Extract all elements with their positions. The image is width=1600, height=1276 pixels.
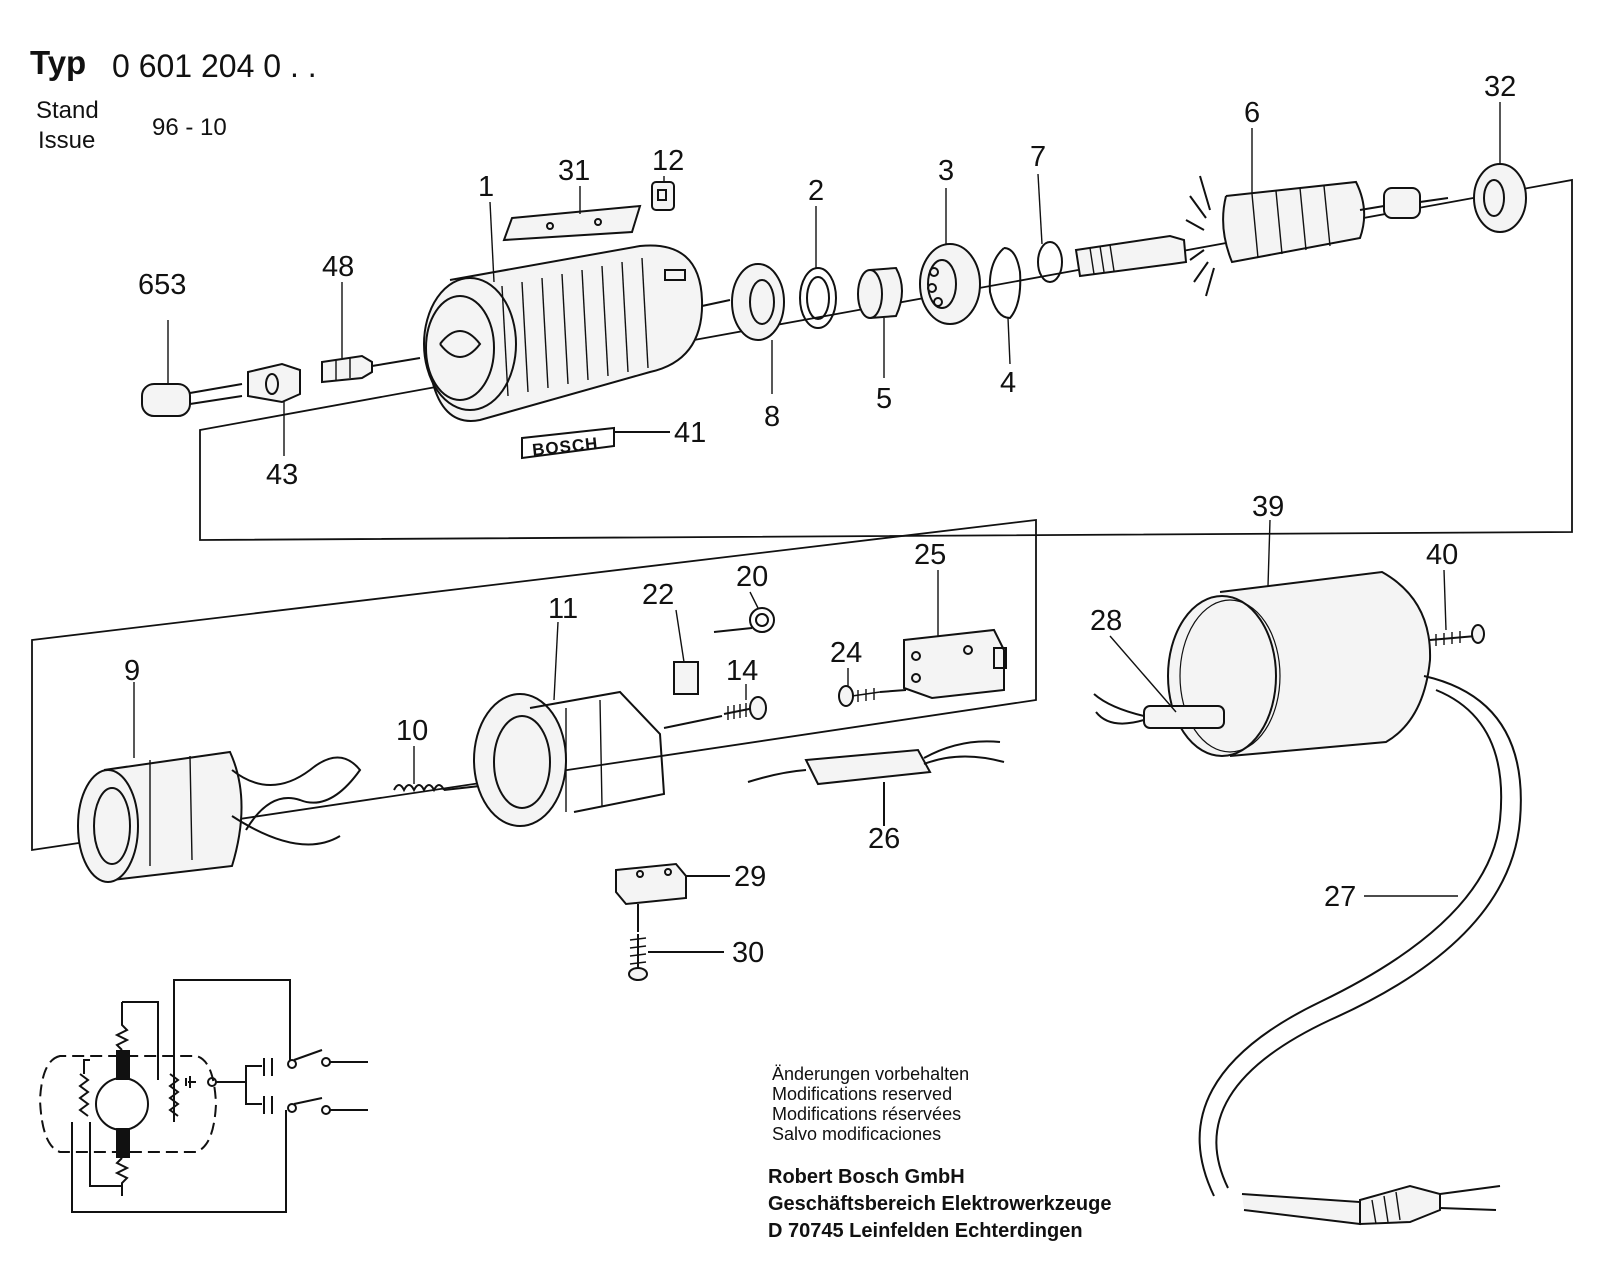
- company-address: Robert Bosch GmbH Geschäftsbereich Elekt…: [768, 1164, 1111, 1245]
- collet-48: [321, 354, 421, 384]
- note-line: Änderungen vorbehalten: [772, 1064, 970, 1084]
- cable-clamp-29: [615, 862, 730, 932]
- callout-39: 39: [1252, 491, 1284, 523]
- retaining-ring-7: [1037, 241, 1063, 283]
- note-line: Modifications reserved: [772, 1084, 953, 1104]
- callout-2: 2: [808, 175, 824, 207]
- callout-25: 25: [914, 539, 946, 571]
- clip-12: [651, 181, 675, 211]
- washer-2: [799, 267, 837, 329]
- callout-3: 3: [938, 155, 954, 187]
- callout-26: 26: [868, 823, 900, 855]
- callout-8: 8: [764, 401, 780, 433]
- callout-14: 14: [726, 655, 758, 687]
- ball-bearing-32: [1473, 163, 1527, 233]
- callout-40: 40: [1426, 539, 1458, 571]
- bushing-5: [857, 266, 903, 319]
- callout-653: 653: [138, 269, 186, 301]
- switch-25: [903, 628, 1007, 700]
- callout-31: 31: [558, 155, 590, 187]
- callout-24: 24: [830, 637, 862, 669]
- circlip-4: [988, 247, 1022, 320]
- grinding-point-653: [141, 383, 243, 417]
- wiring-schematic: [38, 979, 368, 1213]
- screw-14: [723, 696, 767, 720]
- suppressor-26: [747, 740, 1005, 826]
- armature-6: [1074, 175, 1449, 297]
- spring-10: [393, 784, 481, 793]
- note-line: Modifications réservées: [772, 1104, 962, 1124]
- lower-panel-outline: [31, 518, 1037, 852]
- type-plate-31: [502, 204, 642, 242]
- callout-12: 12: [652, 145, 684, 177]
- felt-ring-8: [731, 263, 785, 341]
- company-location: D 70745 Leinfelden Echterdingen: [768, 1220, 1083, 1242]
- carbon-brush-22: [673, 661, 699, 695]
- callout-4: 4: [1000, 367, 1016, 399]
- power-cord-27: [1198, 675, 1522, 1226]
- issue-date: 96 - 10: [152, 114, 227, 141]
- callout-9: 9: [124, 655, 140, 687]
- leader-lines: [133, 102, 1501, 897]
- callout-48: 48: [322, 251, 354, 283]
- callout-7: 7: [1030, 141, 1046, 173]
- screw-30: [628, 934, 724, 981]
- brand-plate-41: BOSCH: [521, 426, 670, 460]
- handle-39: [1093, 570, 1432, 757]
- callout-20: 20: [736, 561, 768, 593]
- modification-notes: Änderungen vorbehalten Modifications res…: [772, 1064, 969, 1144]
- callout-numbers: 653 48 1 31 12 2 3 7 6 32 43 41 8 5 4 9 …: [124, 71, 1516, 969]
- torsion-spring-20: [713, 607, 775, 633]
- company-division: Geschäftsbereich Elektrowerkzeuge: [768, 1193, 1112, 1215]
- callout-30: 30: [732, 937, 764, 969]
- type-label: Typ: [30, 44, 87, 81]
- callout-41: 41: [674, 417, 706, 449]
- screw-40: [1429, 624, 1485, 646]
- callout-1: 1: [478, 171, 494, 203]
- callout-10: 10: [396, 715, 428, 747]
- field-coil-9: [77, 750, 362, 883]
- callout-22: 22: [642, 579, 674, 611]
- type-number: 0 601 204 0 . .: [112, 48, 317, 84]
- callout-6: 6: [1244, 97, 1260, 129]
- callout-11: 11: [548, 593, 578, 625]
- issue-label: Issue: [38, 127, 96, 154]
- motor-housing-1: [423, 244, 731, 422]
- callout-29: 29: [734, 861, 766, 893]
- ball-bearing-3: [919, 243, 981, 325]
- callout-32: 32: [1484, 71, 1516, 103]
- brush-holder-11: [473, 690, 723, 827]
- callout-43: 43: [266, 459, 298, 491]
- stand-label: Stand: [36, 97, 99, 124]
- callout-27: 27: [1324, 881, 1356, 913]
- callout-5: 5: [876, 383, 892, 415]
- callout-28: 28: [1090, 605, 1122, 637]
- collet-nut-43: [247, 362, 301, 404]
- note-line: Salvo modificaciones: [772, 1124, 942, 1144]
- company-name: Robert Bosch GmbH: [768, 1166, 965, 1188]
- screw-24: [838, 685, 907, 707]
